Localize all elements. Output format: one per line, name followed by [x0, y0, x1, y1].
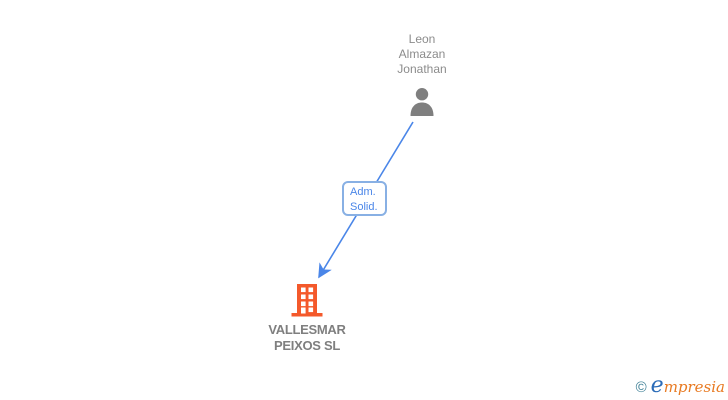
logo-letter-e: e: [650, 373, 664, 398]
edge-label-line: Adm.: [350, 186, 376, 198]
person-name-line: Almazan: [398, 47, 446, 61]
person-node-name[interactable]: Leon Almazan Jonathan: [352, 32, 492, 77]
company-name-line: VALLESMAR: [268, 322, 346, 337]
logo-text: mpresia: [663, 378, 725, 396]
building-icon[interactable]: [289, 283, 325, 317]
edge-label-adm-solid: Adm. Solid.: [342, 181, 387, 216]
person-name-line: Jonathan: [397, 62, 447, 76]
person-icon[interactable]: [407, 87, 437, 117]
company-name-line: PEIXOS SL: [274, 338, 340, 353]
edge-label-line: Solid.: [350, 201, 378, 213]
empresia-logo: © e mpresia: [636, 375, 725, 397]
copyright-icon: ©: [635, 379, 647, 396]
company-node-name[interactable]: VALLESMAR PEIXOS SL: [237, 322, 377, 354]
person-name-line: Leon: [408, 32, 436, 46]
